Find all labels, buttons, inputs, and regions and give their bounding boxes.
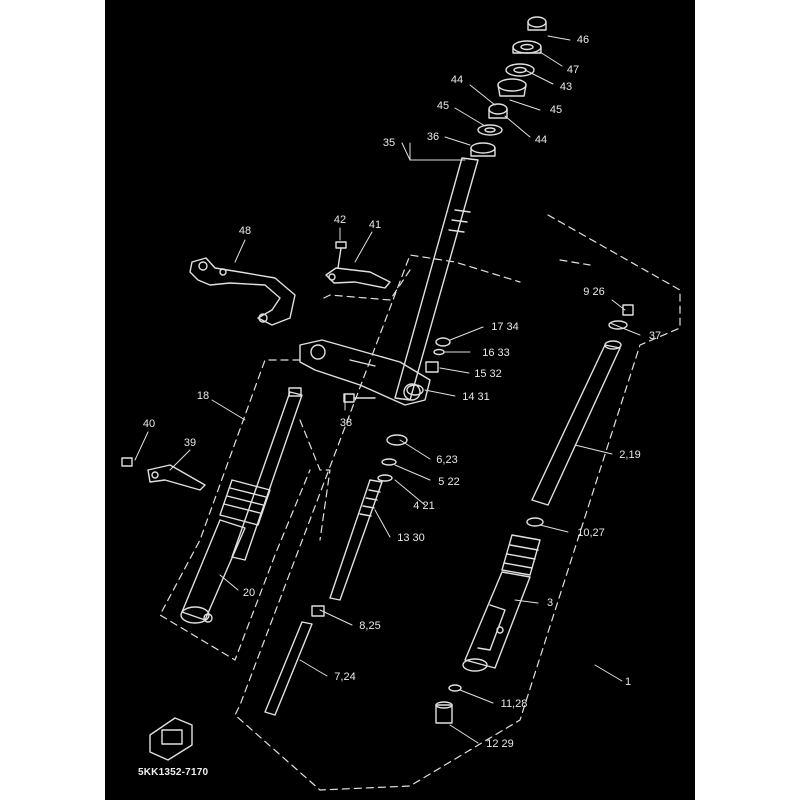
washer-6 bbox=[386, 434, 408, 446]
ring-nut-43 bbox=[505, 63, 535, 77]
callout-20: 20 bbox=[242, 587, 256, 599]
bracket-48 bbox=[189, 257, 296, 326]
spring-13 bbox=[329, 479, 383, 601]
callout-45-right: 45 bbox=[549, 104, 563, 116]
oring-16 bbox=[433, 348, 445, 356]
callout-36: 36 bbox=[426, 131, 440, 143]
callout-44-top: 44 bbox=[450, 74, 464, 86]
callout-42: 42 bbox=[333, 214, 347, 226]
callout-8-25: 8,25 bbox=[359, 620, 381, 632]
cap-bolt-9 bbox=[622, 304, 634, 316]
callout-13-30: 13 30 bbox=[397, 532, 425, 544]
callout-12-29: 12 29 bbox=[486, 738, 514, 750]
fork-leg-left bbox=[180, 387, 303, 624]
assembly-dashed-outline bbox=[159, 214, 681, 791]
damper-rod-7 bbox=[264, 621, 313, 716]
guide-bracket-41 bbox=[325, 267, 391, 289]
callout-35: 35 bbox=[382, 137, 396, 149]
bolt-38 bbox=[343, 393, 376, 403]
bolt-40 bbox=[121, 457, 133, 467]
piston-ring-5 bbox=[381, 458, 397, 466]
callout-38: 38 bbox=[339, 417, 353, 429]
callout-5-22: 5 22 bbox=[438, 476, 460, 488]
bearing-44-upper bbox=[488, 103, 508, 119]
under-bracket bbox=[299, 339, 431, 406]
bolt-15 bbox=[425, 361, 439, 373]
callout-16-33: 16 33 bbox=[482, 347, 510, 359]
frame-logo bbox=[149, 717, 193, 761]
oil-lock-8 bbox=[311, 605, 325, 617]
spacer-4 bbox=[377, 474, 393, 482]
callout-18: 18 bbox=[196, 390, 210, 402]
fork-tube-right bbox=[531, 340, 622, 506]
callout-48: 48 bbox=[238, 225, 252, 237]
leader-lines bbox=[134, 35, 641, 744]
callout-39: 39 bbox=[183, 437, 197, 449]
callout-11-28: 11,28 bbox=[500, 698, 528, 710]
part-code: 5KK1352-7170 bbox=[138, 767, 209, 778]
callout-2-19: 2,19 bbox=[619, 449, 641, 461]
bolt-42 bbox=[335, 241, 347, 269]
bracket-14 bbox=[406, 384, 424, 396]
bolt-12 bbox=[435, 701, 453, 724]
callout-37: 37 bbox=[648, 330, 662, 342]
callout-7-24: 7,24 bbox=[334, 671, 356, 683]
stem-nut-46 bbox=[527, 16, 547, 31]
callout-44-right: 44 bbox=[534, 134, 548, 146]
cap-17 bbox=[435, 337, 451, 347]
steering-stem bbox=[394, 157, 479, 401]
callout-4-21: 4 21 bbox=[413, 500, 435, 512]
bearing-race-45-upper bbox=[497, 78, 527, 97]
callout-46: 46 bbox=[576, 34, 590, 46]
callout-41: 41 bbox=[368, 219, 382, 231]
callout-15-32: 15 32 bbox=[474, 368, 502, 380]
callout-1: 1 bbox=[624, 676, 632, 688]
callout-3: 3 bbox=[546, 597, 554, 609]
callout-10-27: 10,27 bbox=[577, 527, 605, 539]
clamp-39 bbox=[147, 464, 206, 491]
callout-43: 43 bbox=[559, 81, 573, 93]
oring-37 bbox=[608, 320, 628, 330]
callout-40: 40 bbox=[142, 418, 156, 430]
callout-14-31: 14 31 bbox=[462, 391, 490, 403]
dust-seal-36 bbox=[470, 142, 496, 157]
seal-10 bbox=[526, 517, 544, 527]
bearing-45-lower bbox=[477, 124, 503, 136]
callout-47: 47 bbox=[566, 64, 580, 76]
callout-9-26: 9 26 bbox=[583, 286, 605, 298]
callout-17-34: 17 34 bbox=[491, 321, 519, 333]
callout-45-left: 45 bbox=[436, 100, 450, 112]
callout-6-23: 6,23 bbox=[436, 454, 458, 466]
outer-tube-3 bbox=[462, 534, 541, 672]
gasket-11 bbox=[448, 684, 462, 692]
washer-47 bbox=[512, 40, 542, 54]
